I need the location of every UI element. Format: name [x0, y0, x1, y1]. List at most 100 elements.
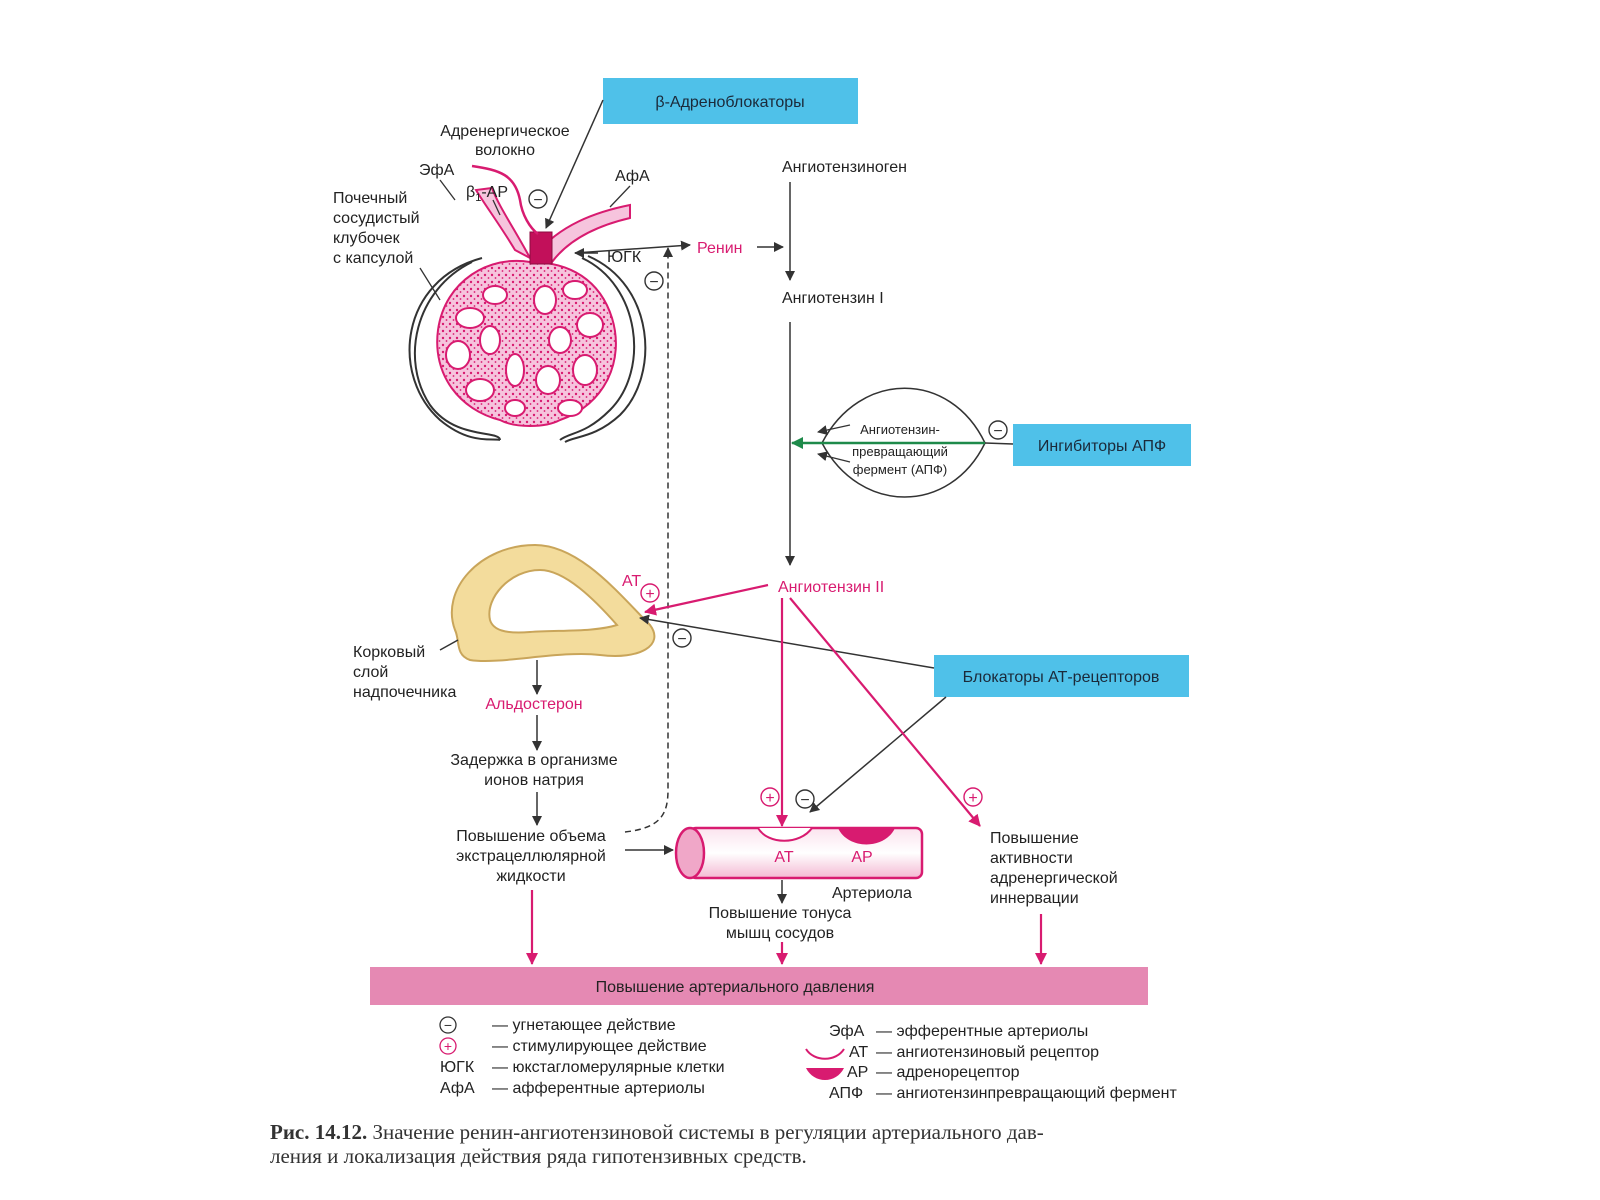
legend-plus-icon: [439, 1037, 457, 1055]
adrenergic-fiber-line: [471, 164, 539, 235]
svg-text:−: −: [649, 274, 658, 291]
legend-right-2-key: АР: [847, 1064, 868, 1081]
minus-sign-ace: −: [988, 420, 1008, 440]
renin-label: Ренин: [697, 240, 742, 257]
arteriole-at-receptor: [757, 827, 813, 842]
arteriole-at-label: АТ: [774, 849, 793, 866]
afa-label: АфА: [615, 168, 650, 185]
legend-right-1: — ангиотензиновый рецептор: [876, 1044, 1099, 1061]
caption-text-2: ления и локализация действия ряда гипоте…: [270, 1144, 807, 1168]
svg-text:+: +: [444, 1038, 452, 1054]
adrenal-labels: АТ Корковый слой надпочечника Альдостеро…: [353, 573, 641, 885]
afferent-arteriole: [533, 203, 631, 264]
kidney-glomerulus: [408, 164, 647, 443]
ace-inhibitors-label: Ингибиторы АПФ: [1038, 438, 1166, 455]
bowman-capsule-right: [559, 257, 636, 441]
arteriole-arrows: [776, 598, 947, 965]
svg-text:−: −: [533, 192, 542, 209]
pressure-bar: Повышение артериального давления: [370, 967, 1148, 1005]
svg-text:−: −: [800, 792, 809, 809]
ang2-to-innervation: [789, 597, 981, 827]
jgc-label: ЮГК: [607, 249, 642, 266]
legend-at-icon: [805, 1048, 845, 1060]
adrenal-at-label: АТ: [622, 573, 641, 590]
cascade-labels: Ангиотензиноген Ренин Ангиотензин I Анги…: [697, 159, 907, 596]
legend: − — угнетающее действие + — стимулирующе…: [439, 1016, 1177, 1102]
beta-blockers-box: β-Адреноблокаторы: [603, 78, 858, 124]
adrenergic-fiber-label-2: волокно: [475, 142, 535, 159]
innervation-label-2: активности: [990, 850, 1073, 867]
ace-enzyme-label-1: Ангиотензин-: [860, 422, 940, 437]
angiotensinogen-label: Ангиотензиноген: [782, 159, 907, 176]
adrenal-cortex-label-3: надпочечника: [353, 684, 456, 701]
sodium-label-2: ионов натрия: [484, 772, 584, 789]
ace-inhibitor-link: [984, 442, 1014, 445]
tone-label-2: мышц сосудов: [726, 925, 834, 942]
ace-enzyme-label-3: фермент (АПФ): [853, 462, 947, 477]
figure-caption: Рис. 14.12. Значение ренин-ангиотензинов…: [270, 1120, 1270, 1168]
legend-left: − — угнетающее действие + — стимулирующе…: [439, 1016, 725, 1097]
legend-right: ЭфА — эфферентные артериолы АТ — ангиоте…: [805, 1023, 1177, 1102]
legend-right-1-key: АТ: [849, 1044, 868, 1061]
pressure-bar-label: Повышение артериального давления: [596, 979, 875, 996]
at-blockers-box: Блокаторы АТ-рецепторов: [934, 655, 1189, 697]
legend-left-0: — угнетающее действие: [492, 1017, 676, 1034]
bowman-capsule-right-outer: [564, 255, 647, 443]
tone-label-1: Повышение тонуса: [709, 905, 852, 922]
arteriole-tube: АТ АР: [674, 826, 924, 880]
ace-inhibitors-box: Ингибиторы АПФ: [1013, 424, 1191, 466]
kidney-leader-lines: [419, 179, 631, 301]
legend-right-0: — эфферентные артериолы: [876, 1023, 1088, 1040]
svg-text:−: −: [677, 631, 686, 648]
ace-enzyme-label-2: превращающий: [852, 444, 948, 459]
beta-blockers-arrow: [545, 99, 604, 229]
ang2-to-adrenal: [644, 583, 769, 616]
angiotensin2-label: Ангиотензин II: [778, 579, 884, 596]
arteriole-ar-label: АР: [851, 849, 872, 866]
glomerulus-label-2: сосудистый: [333, 210, 420, 227]
svg-text:−: −: [444, 1017, 452, 1033]
legend-left-1: — стимулирующее действие: [492, 1038, 707, 1055]
legend-left-3-key: АфА: [440, 1080, 475, 1097]
minus-sign-arteriole: −: [795, 789, 815, 809]
efa-label: ЭфА: [419, 162, 455, 179]
glomerulus-label-4: с капсулой: [333, 250, 413, 267]
bowman-capsule-outer: [408, 257, 501, 441]
minus-sign-adrenal: −: [672, 628, 692, 648]
kidney-labels: Адренергическое волокно ЭфА β1-АР АфА По…: [333, 123, 650, 267]
cascade-arrows: [574, 182, 795, 566]
minus-sign-beta1: −: [528, 189, 548, 209]
bowman-capsule: [413, 261, 501, 441]
arteriole-ar-receptor: [838, 828, 895, 845]
glomerulus-label-1: Почечный: [333, 190, 407, 207]
innervation-labels: Повышение активности адренергической инн…: [990, 830, 1118, 907]
innervation-label-3: адренергической: [990, 870, 1118, 887]
svg-text:+: +: [765, 790, 774, 807]
aldosterone-label: Альдостерон: [485, 696, 582, 713]
beta-blockers-label: β-Адреноблокаторы: [655, 94, 804, 111]
jgc-cells: [529, 231, 553, 265]
ecf-label-2: экстрацеллюлярной: [456, 848, 606, 865]
legend-left-2: — юкстагломерулярные клетки: [492, 1059, 725, 1076]
caption-label: Рис. 14.12.: [270, 1120, 368, 1144]
adrenal-cortex: [450, 543, 656, 663]
svg-text:+: +: [968, 790, 977, 807]
at-blockers-label: Блокаторы АТ-рецепторов: [963, 669, 1160, 686]
legend-right-2: — адренорецептор: [876, 1064, 1020, 1081]
caption-text: Значение ренин-ангиотензиновой системы в…: [372, 1120, 1044, 1144]
legend-left-2-key: ЮГК: [440, 1059, 475, 1076]
svg-text:−: −: [993, 423, 1002, 440]
legend-right-3-key: АПФ: [829, 1085, 863, 1102]
plus-sign-adrenal: +: [640, 583, 660, 603]
svg-text:+: +: [645, 586, 654, 603]
plus-sign-arteriole: +: [760, 787, 780, 807]
arteriole-labels: Артериола Повышение тонуса мышц сосудов: [709, 885, 912, 942]
adrenal-arrows: [439, 247, 674, 855]
arteriole-name-label: Артериола: [832, 885, 912, 902]
legend-left-3: — афферентные артериолы: [492, 1080, 705, 1097]
beta1-ar-label: β1-АР: [466, 184, 508, 204]
ace-enzyme: Ангиотензин- превращающий фермент (АПФ): [791, 387, 986, 498]
ecf-label-3: жидкости: [496, 868, 565, 885]
plus-sign-innervation: +: [963, 787, 983, 807]
